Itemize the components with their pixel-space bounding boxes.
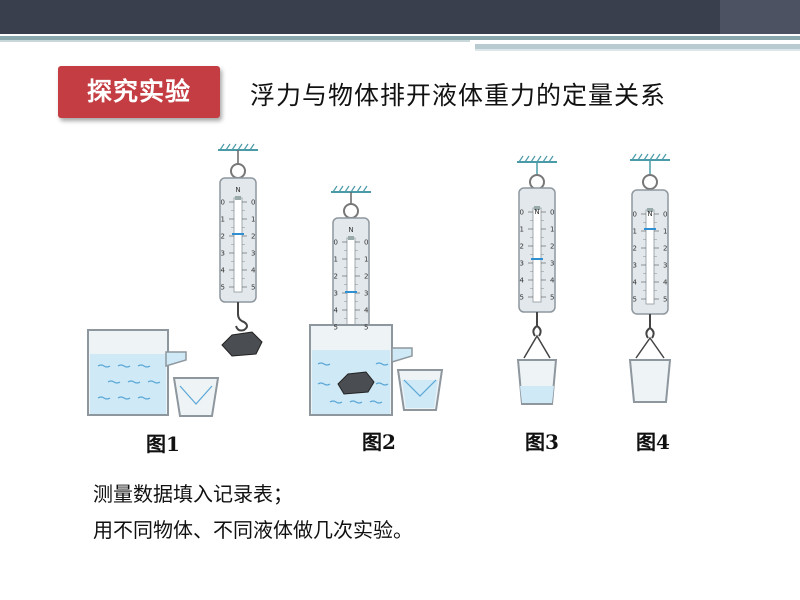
scale-unit-label: N [348,226,353,234]
scale-tick-label: 3 [221,250,225,258]
figure-4-drawing [628,153,672,403]
scale-tick-label: 2 [633,245,637,253]
scale-tick-label: 3 [633,262,637,270]
stone-icon [337,371,375,395]
scale-ring-icon [529,174,545,190]
scale-tick-label: 0 [520,209,524,217]
scale-tick-label: 3 [550,260,554,268]
badge-label: 探究实验 [86,77,191,106]
scale-tick-label: 1 [520,226,524,234]
scale-tick-label: 5 [520,294,524,302]
experiment-badge: 探究实验 [58,66,220,118]
scale-tick-label: 0 [663,211,667,219]
scale-tick-label: 4 [633,279,638,287]
scale-ring-icon [343,203,359,219]
scale-tick-label: 4 [251,267,256,275]
ceiling-mount-icon [629,153,671,161]
scale-tick-label: 4 [221,267,226,275]
figure-label: 图1 [146,432,180,456]
scale-tick-label: 5 [221,284,225,292]
header-stripe [0,36,800,40]
scale-tick-label: 2 [663,245,667,253]
scale-tick-label: 3 [364,290,368,298]
ceiling-mount-icon [516,155,558,163]
scale-tick-label: 4 [364,307,369,315]
scale-pointers [232,228,656,293]
scale-ring-icon [642,174,658,190]
scale-unit-label: N [235,186,240,194]
scale-tick-label: 5 [364,324,368,332]
scale-tick-label: 1 [221,216,225,224]
scale-tick-label: 0 [221,199,225,207]
scale-tick-label: 3 [663,262,667,270]
slide-title: 浮力与物体排开液体重力的定量关系 [250,81,667,110]
scale-tick-label: 0 [364,239,368,247]
scale-ring-icon [230,163,246,179]
scale-tick-label: 1 [251,216,255,224]
scale-tick-label: 1 [550,226,554,234]
scale-tick-label: 4 [520,277,525,285]
scale-tick-label: 2 [550,243,554,251]
scale-tick-label: 0 [251,199,255,207]
figure-label: 图3 [525,430,559,454]
header-accent [720,0,800,34]
scale-tick-label: 3 [520,260,524,268]
figure-label: 图2 [362,430,396,454]
header-stripe [475,49,800,51]
scale-pointer [345,291,357,293]
scale-tick-label: 1 [334,256,338,264]
scale-tick-label: 2 [520,243,524,251]
scale-tick-label: 2 [221,233,225,241]
scale-tick-label: 0 [334,239,338,247]
scale-unit-label: N [534,208,539,216]
scale-tick-label: 4 [334,307,339,315]
figure-3-drawing [516,155,558,405]
ceiling-mount-icon [217,143,259,151]
scale-tick-label: 2 [334,273,338,281]
scale-tick-label: 4 [663,279,668,287]
scale-unit-label: N [647,210,652,218]
scale-tick-label: 5 [251,284,255,292]
scale-pointer [531,258,543,260]
scale-pointer [644,228,656,230]
scale-tick-label: 5 [633,296,637,304]
figure-1-drawing [87,143,263,417]
header-stripe [475,44,800,49]
scale-labels: N N N N 0 0 1 1 2 2 3 3 4 4 5 5 0 0 1 1 2 2 3 3 4 4 5 5 0 0 1 1 2 2 3 3… [221,186,668,332]
stone-icon [221,331,263,357]
scale-tick-label: 2 [364,273,368,281]
scale-tick-label: 0 [550,209,554,217]
scale-tick-label: 0 [633,211,637,219]
scale-tick-label: 4 [550,277,555,285]
scale-tick-label: 3 [251,250,255,258]
figure-label: 图4 [636,430,670,454]
scale-tick-label: 2 [251,233,255,241]
instruction-line: 用不同物体、不同液体做几次实验。 [93,518,413,542]
scale-tick-label: 1 [663,228,667,236]
scale-pointer [232,233,244,235]
ceiling-mount-icon [330,185,372,193]
scale-tick-label: 1 [633,228,637,236]
figure-2-drawing [309,185,444,416]
header-bar [0,0,800,34]
header-stripe [0,40,470,42]
instruction-line: 测量数据填入记录表； [93,482,293,506]
scale-tick-label: 3 [334,290,338,298]
scale-tick-label: 5 [334,324,338,332]
scale-tick-label: 1 [364,256,368,264]
scale-tick-label: 5 [550,294,554,302]
scale-tick-label: 5 [663,296,667,304]
